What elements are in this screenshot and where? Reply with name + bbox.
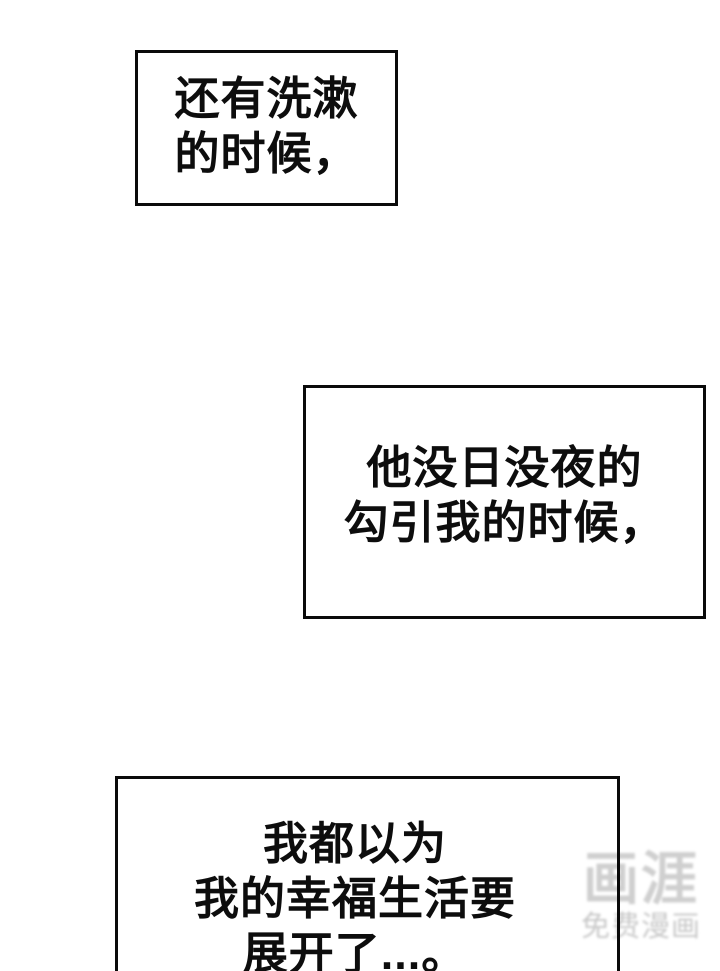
caption-2-line-1: 他没日没夜的 <box>366 442 643 493</box>
caption-3-line-1: 我都以为 <box>262 818 447 869</box>
caption-2-line-2: 勾引我的时候， <box>343 497 666 548</box>
caption-3-line-3: 展开了...。 <box>242 928 468 971</box>
caption-box-1: 还有洗漱 的时候， <box>135 50 398 206</box>
caption-box-3: 我都以为 我的幸福生活要 展开了...。 <box>115 776 620 971</box>
caption-box-2: 他没日没夜的 勾引我的时候， <box>303 385 706 619</box>
caption-1-line-2: 的时候， <box>174 128 359 179</box>
caption-3-line-2: 我的幸福生活要 <box>193 873 516 924</box>
caption-1-line-1: 还有洗漱 <box>174 73 359 124</box>
